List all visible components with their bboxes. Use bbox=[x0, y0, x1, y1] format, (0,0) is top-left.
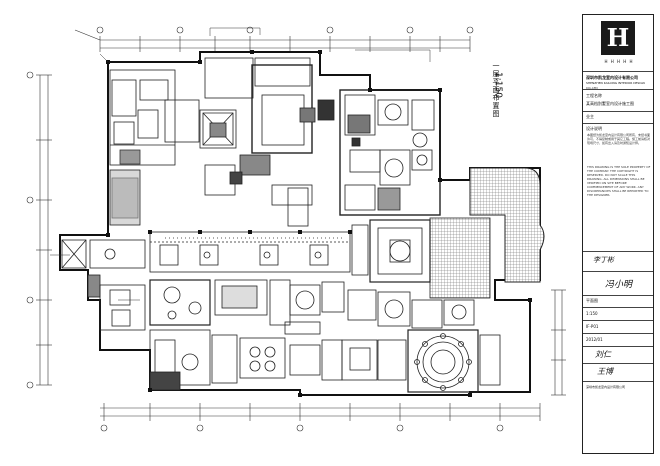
divider bbox=[583, 295, 653, 296]
annotation-lines bbox=[50, 27, 431, 301]
divider bbox=[583, 320, 653, 321]
divider bbox=[583, 307, 653, 308]
dimension-lines-left bbox=[36, 74, 52, 386]
logo-caption: H H H H H bbox=[604, 59, 634, 64]
signature-3: 刘仁 bbox=[595, 350, 611, 359]
notes-cn: 本图纸为凯龙室内设计有限公司所有，未经书面许可，不得复制或用于其它工程。施工前请… bbox=[587, 133, 651, 145]
project-label: 工程名称 bbox=[586, 93, 602, 98]
signature-2: 冯小明 bbox=[605, 280, 633, 290]
drawing-title: 一层平面布置图 bbox=[492, 62, 500, 118]
grid-markers bbox=[26, 26, 504, 432]
project-name: 某高档别墅室内设计施工图 bbox=[586, 101, 634, 106]
entrance bbox=[61, 239, 146, 331]
floor-plan bbox=[26, 26, 566, 432]
central-corridor bbox=[149, 231, 351, 273]
divider bbox=[583, 346, 653, 347]
signature-4: 王博 bbox=[597, 367, 613, 376]
dimension-lines-right bbox=[551, 289, 566, 396]
drawing-scale: 1:150 bbox=[493, 72, 503, 98]
terrace bbox=[429, 167, 545, 299]
top-center-rooms bbox=[164, 57, 335, 227]
divider bbox=[583, 251, 653, 252]
bottom-rooms bbox=[149, 321, 407, 391]
divider bbox=[583, 381, 653, 382]
right-wing-rooms bbox=[339, 89, 441, 216]
divider bbox=[583, 333, 653, 334]
divider bbox=[583, 123, 653, 124]
left-wing-rooms bbox=[109, 69, 176, 226]
drawing-name: 平面图 bbox=[586, 298, 598, 303]
title-block: H H H H H H 深圳市凯龙室内设计有限公司 SHENZHEN KAILO… bbox=[582, 14, 654, 454]
drawing-number: IF-P01 bbox=[586, 324, 599, 329]
structural-columns bbox=[106, 50, 532, 397]
notes-en: THIS DRAWING IS THE SOLE PROPERTY OF THE… bbox=[587, 165, 651, 197]
company-name-en: SHENZHEN KAILONG INTERIOR DESIGN CO.,LTD bbox=[586, 81, 645, 90]
notes-label: 设计说明 bbox=[586, 126, 602, 131]
client-label: 业主 bbox=[586, 114, 594, 119]
drawing-date: 2012/01 bbox=[586, 337, 603, 342]
lower-rooms bbox=[149, 279, 475, 329]
dimension-lines-bottom bbox=[100, 403, 541, 421]
divider bbox=[583, 71, 653, 72]
divider bbox=[583, 271, 653, 272]
company-name-cn: 深圳市凯龙室内设计有限公司 bbox=[586, 75, 638, 80]
company-logo: H bbox=[601, 21, 635, 55]
round-dining-room bbox=[407, 329, 501, 393]
tb-scale: 1:150 bbox=[586, 311, 598, 316]
divider bbox=[583, 363, 653, 364]
signature-1: 李丁彬 bbox=[593, 256, 614, 264]
living-room bbox=[351, 219, 431, 283]
divider bbox=[583, 89, 653, 90]
divider bbox=[583, 111, 653, 112]
footer-company: 深圳市凯龙室内设计有限公司 bbox=[586, 385, 626, 389]
dimension-lines-top bbox=[74, 29, 471, 52]
